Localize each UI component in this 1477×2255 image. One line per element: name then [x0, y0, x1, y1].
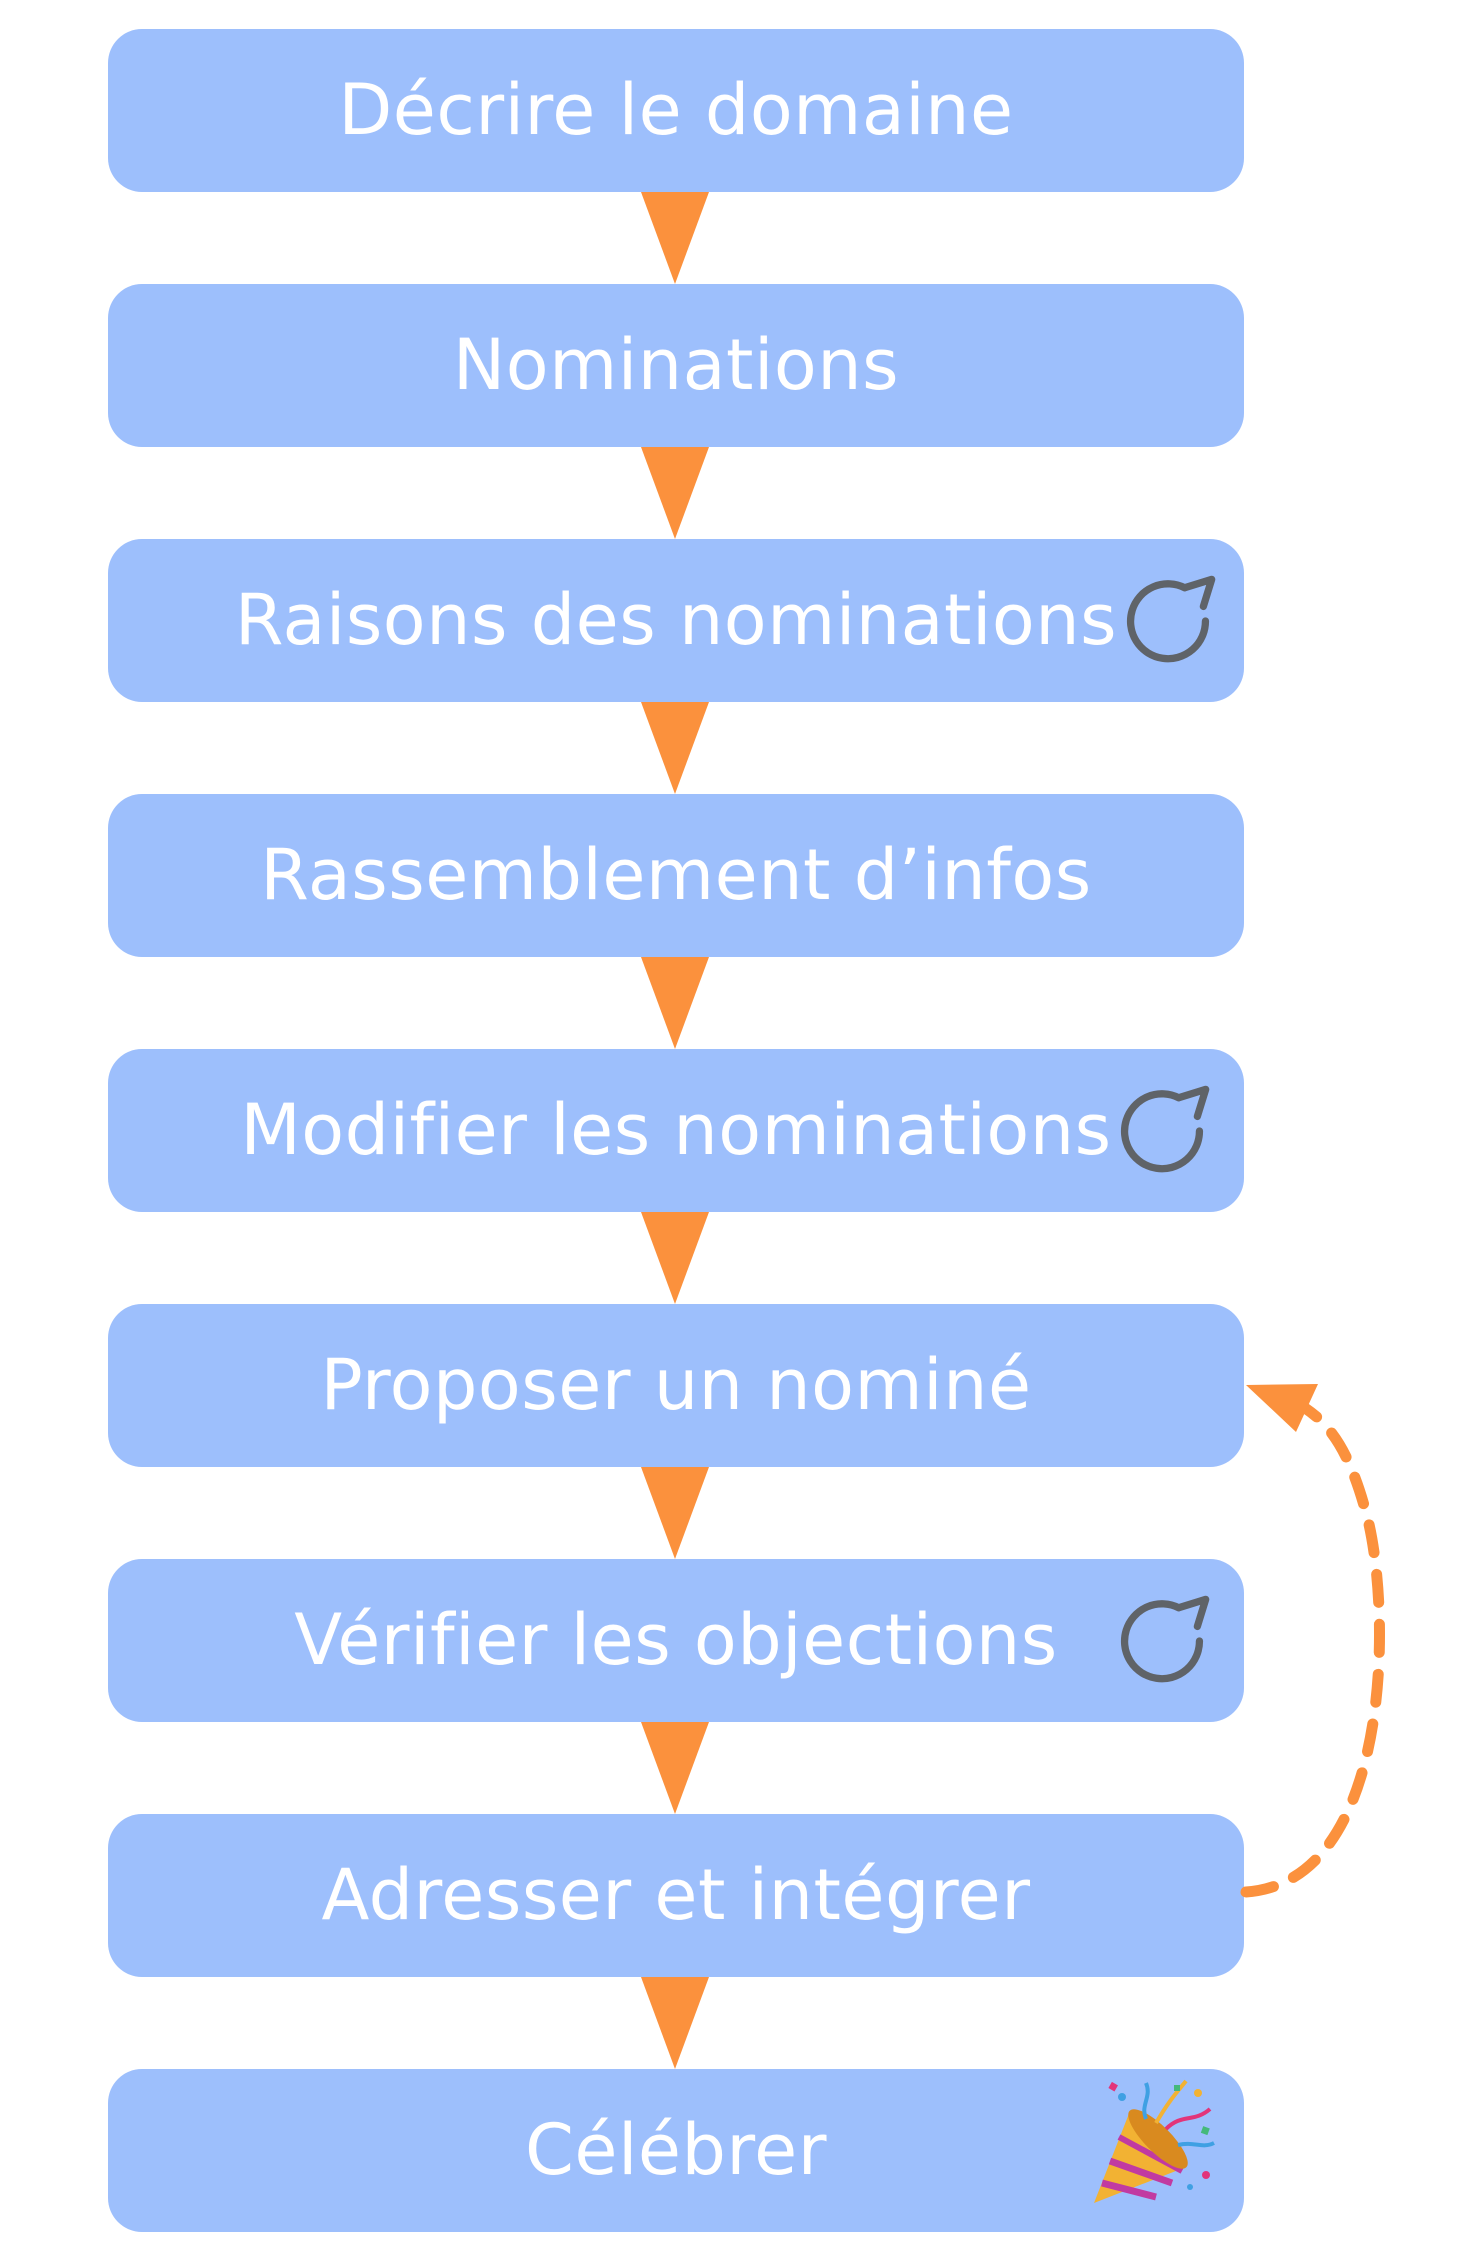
down-arrow-icon: [641, 1467, 709, 1559]
step-label: Modifier les nominations: [240, 1089, 1112, 1171]
down-arrow-icon: [641, 1722, 709, 1814]
step-check-objections: Vérifier les objections: [108, 1559, 1244, 1722]
step-celebrate: Célébrer: [108, 2069, 1244, 2232]
step-label: Rassemblement d’infos: [260, 834, 1092, 916]
step-modify-nominations: Modifier les nominations: [108, 1049, 1244, 1212]
down-arrow-icon: [641, 702, 709, 794]
step-describe-domain: Décrire le domaine: [108, 29, 1244, 192]
repeat-icon: [1120, 1085, 1210, 1173]
step-information-gathering: Rassemblement d’infos: [108, 794, 1244, 957]
step-nominations: Nominations: [108, 284, 1244, 447]
down-arrow-icon: [641, 957, 709, 1049]
down-arrow-icon: [641, 192, 709, 284]
step-label: Célébrer: [525, 2109, 827, 2191]
party-popper-icon: [1094, 2079, 1215, 2203]
step-label: Vérifier les objections: [294, 1599, 1058, 1681]
repeat-icon: [1120, 1595, 1210, 1683]
down-arrow-icon: [641, 1977, 709, 2069]
step-label: Nominations: [452, 324, 900, 406]
down-arrow-icon: [641, 1212, 709, 1304]
step-propose-nominee: Proposer un nominé: [108, 1304, 1244, 1467]
repeat-icon: [1126, 575, 1216, 663]
step-label: Adresser et intégrer: [321, 1854, 1031, 1936]
step-label: Proposer un nominé: [320, 1344, 1032, 1426]
step-address-integrate: Adresser et intégrer: [108, 1814, 1244, 1977]
step-nomination-reasons: Raisons des nominations: [108, 539, 1244, 702]
down-arrow-icon: [641, 447, 709, 539]
step-label: Raisons des nominations: [234, 579, 1118, 661]
step-label: Décrire le domaine: [338, 69, 1014, 151]
